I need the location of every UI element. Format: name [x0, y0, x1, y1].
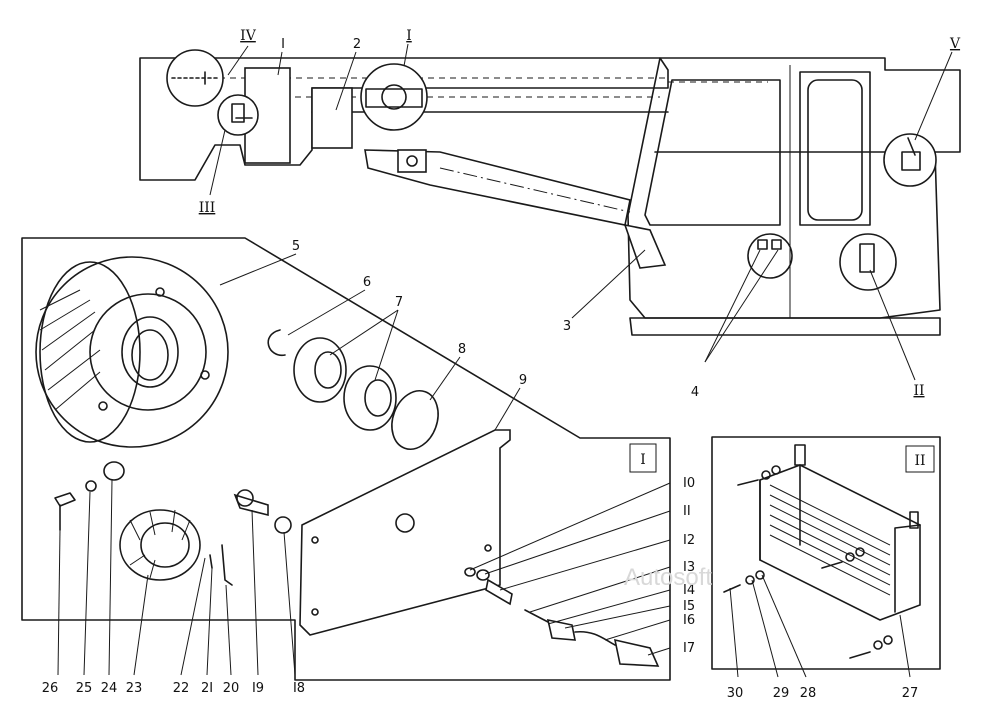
label-6: 6	[363, 275, 371, 290]
crane-overview	[139, 49, 961, 336]
label-22: 22	[173, 681, 190, 696]
label-18: I8	[293, 681, 305, 696]
label-15: I5	[683, 599, 695, 614]
label-view-I: I	[406, 28, 412, 44]
view-IV-circle	[166, 49, 224, 107]
cab-body	[627, 57, 961, 319]
label-23: 23	[126, 681, 143, 696]
label-27: 27	[902, 686, 919, 701]
label-1: I	[281, 37, 285, 52]
exploded-view-I	[21, 237, 671, 681]
label-29: 29	[773, 686, 790, 701]
label-view-II: II	[913, 383, 924, 399]
label-12: I2	[683, 533, 695, 548]
retaining-ring-8	[391, 390, 439, 450]
view-I-circle	[360, 63, 428, 131]
view-V-circle	[883, 133, 937, 187]
view-II-frame	[711, 436, 941, 670]
label-20: 20	[223, 681, 240, 696]
exploded-view-II	[711, 436, 941, 670]
label-17: I7	[683, 641, 695, 656]
label-9: 9	[519, 373, 527, 388]
label-19: I9	[252, 681, 264, 696]
marker-view-II: II	[914, 453, 925, 469]
label-view-V: V	[949, 36, 961, 52]
view-III-circle	[217, 94, 259, 136]
bearings	[293, 337, 397, 431]
label-28: 28	[800, 686, 817, 701]
callout-labels: IV I 2 I V III 5 6 7 8 9 3 4 II I0 II I2…	[42, 28, 961, 701]
view-markers: I II	[629, 443, 935, 473]
label-30: 30	[727, 686, 744, 701]
label-21: 2I	[201, 681, 213, 696]
view-I-frame	[21, 237, 671, 681]
label-24: 24	[101, 681, 118, 696]
label-16: I6	[683, 613, 695, 628]
label-view-III: III	[199, 200, 216, 216]
leader-lines	[57, 43, 953, 678]
boom-housing	[139, 57, 669, 181]
label-25: 25	[76, 681, 93, 696]
label-10: I0	[683, 476, 695, 491]
label-4: 4	[691, 385, 699, 400]
pulley	[35, 256, 229, 448]
marker-view-I: I	[640, 452, 646, 468]
view-II-circle	[747, 233, 793, 279]
snap-ring-6	[267, 329, 286, 356]
fan-23	[119, 509, 201, 581]
label-8: 8	[458, 342, 466, 357]
label-26: 26	[42, 681, 59, 696]
watermark: Autosoft	[624, 564, 712, 591]
label-3: 3	[563, 319, 571, 334]
label-13: I3	[683, 560, 695, 575]
label-2: 2	[353, 37, 361, 52]
label-7: 7	[395, 295, 403, 310]
label-5: 5	[292, 239, 300, 254]
label-view-IV: IV	[240, 28, 257, 44]
label-11: II	[683, 504, 691, 519]
label-14: I4	[683, 583, 695, 598]
